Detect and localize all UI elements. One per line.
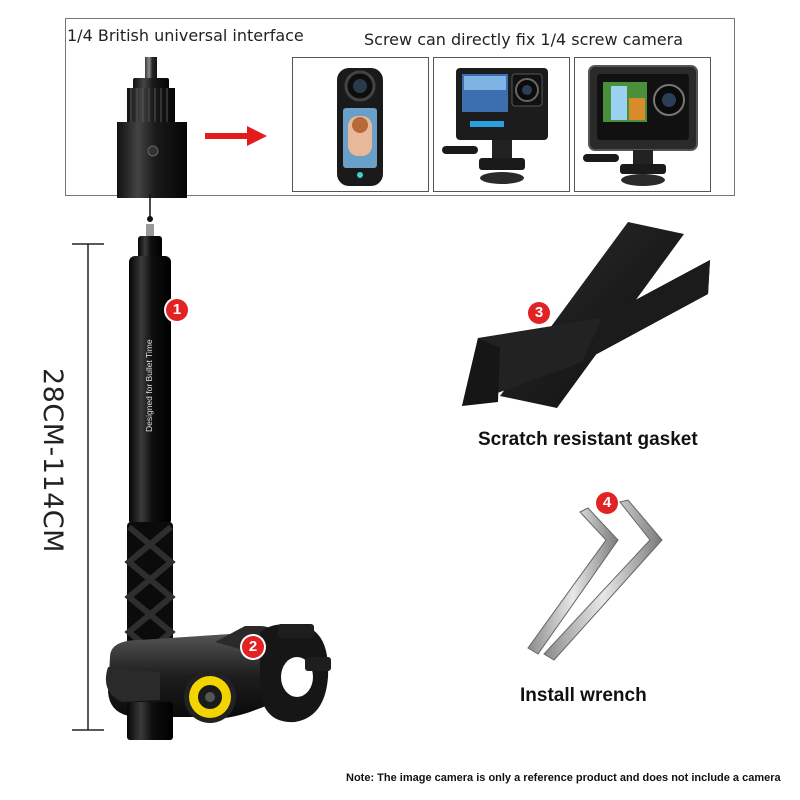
screw-adapter-image [117,57,187,198]
item-number-badge-4: 4 [596,492,618,514]
interface-label: 1/4 British universal interface [67,26,304,45]
disclaimer-note: Note: The image camera is only a referen… [346,772,781,784]
item-number-badge-3: 3 [528,302,550,324]
length-range-label: 28CM-114CM [37,368,68,553]
pole-text: Designed for Bullet Time [144,339,154,432]
camera-panel-gopro [433,57,570,192]
camera-panel-insta360 [292,57,429,192]
item-number-badge-1: 1 [166,299,188,321]
screw-note-label: Screw can directly fix 1/4 screw camera [364,30,684,49]
scratch-gasket-image [462,222,710,408]
wrench-caption: Install wrench [520,685,647,706]
dimension-bracket [72,243,104,731]
arrow-right-icon [205,126,267,146]
connector-line [147,194,153,222]
extension-pole-image: Designed for Bullet Time [105,224,331,740]
camera-panel-osmo [574,57,711,192]
gasket-caption: Scratch resistant gasket [478,429,698,450]
hex-wrench-image [527,499,663,661]
item-number-badge-2: 2 [242,636,264,658]
